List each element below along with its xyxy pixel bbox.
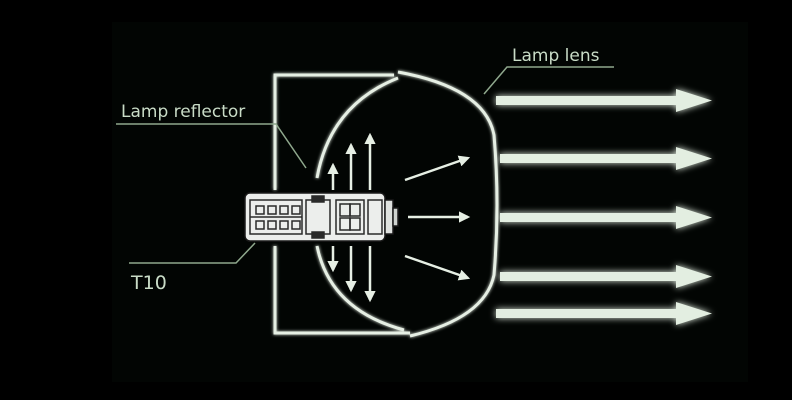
beam-3	[500, 206, 712, 229]
panel-background	[112, 22, 748, 382]
reflector-leader	[116, 123, 307, 169]
beam-2	[500, 147, 712, 170]
housing-outline	[273, 73, 410, 335]
lamp-reflector-label: Lamp reflector	[121, 102, 245, 122]
lens-leader	[483, 66, 614, 95]
beam-5	[496, 302, 712, 325]
beam-1	[496, 89, 712, 112]
bulb-leader	[129, 242, 256, 264]
ray-diag-up	[404, 155, 471, 182]
t10-label: T10	[130, 272, 167, 294]
ray-diag-down	[404, 254, 471, 281]
lamp-lens-label: Lamp lens	[512, 46, 600, 66]
output-beams	[496, 89, 712, 325]
lamp-lens-curve	[397, 70, 499, 338]
leader-lines	[116, 66, 614, 264]
t10-bulb	[244, 192, 399, 242]
beam-4	[500, 265, 712, 288]
internal-rays	[327, 132, 471, 303]
lamp-reflector-curve	[315, 76, 405, 332]
lamp-housing	[273, 70, 499, 338]
